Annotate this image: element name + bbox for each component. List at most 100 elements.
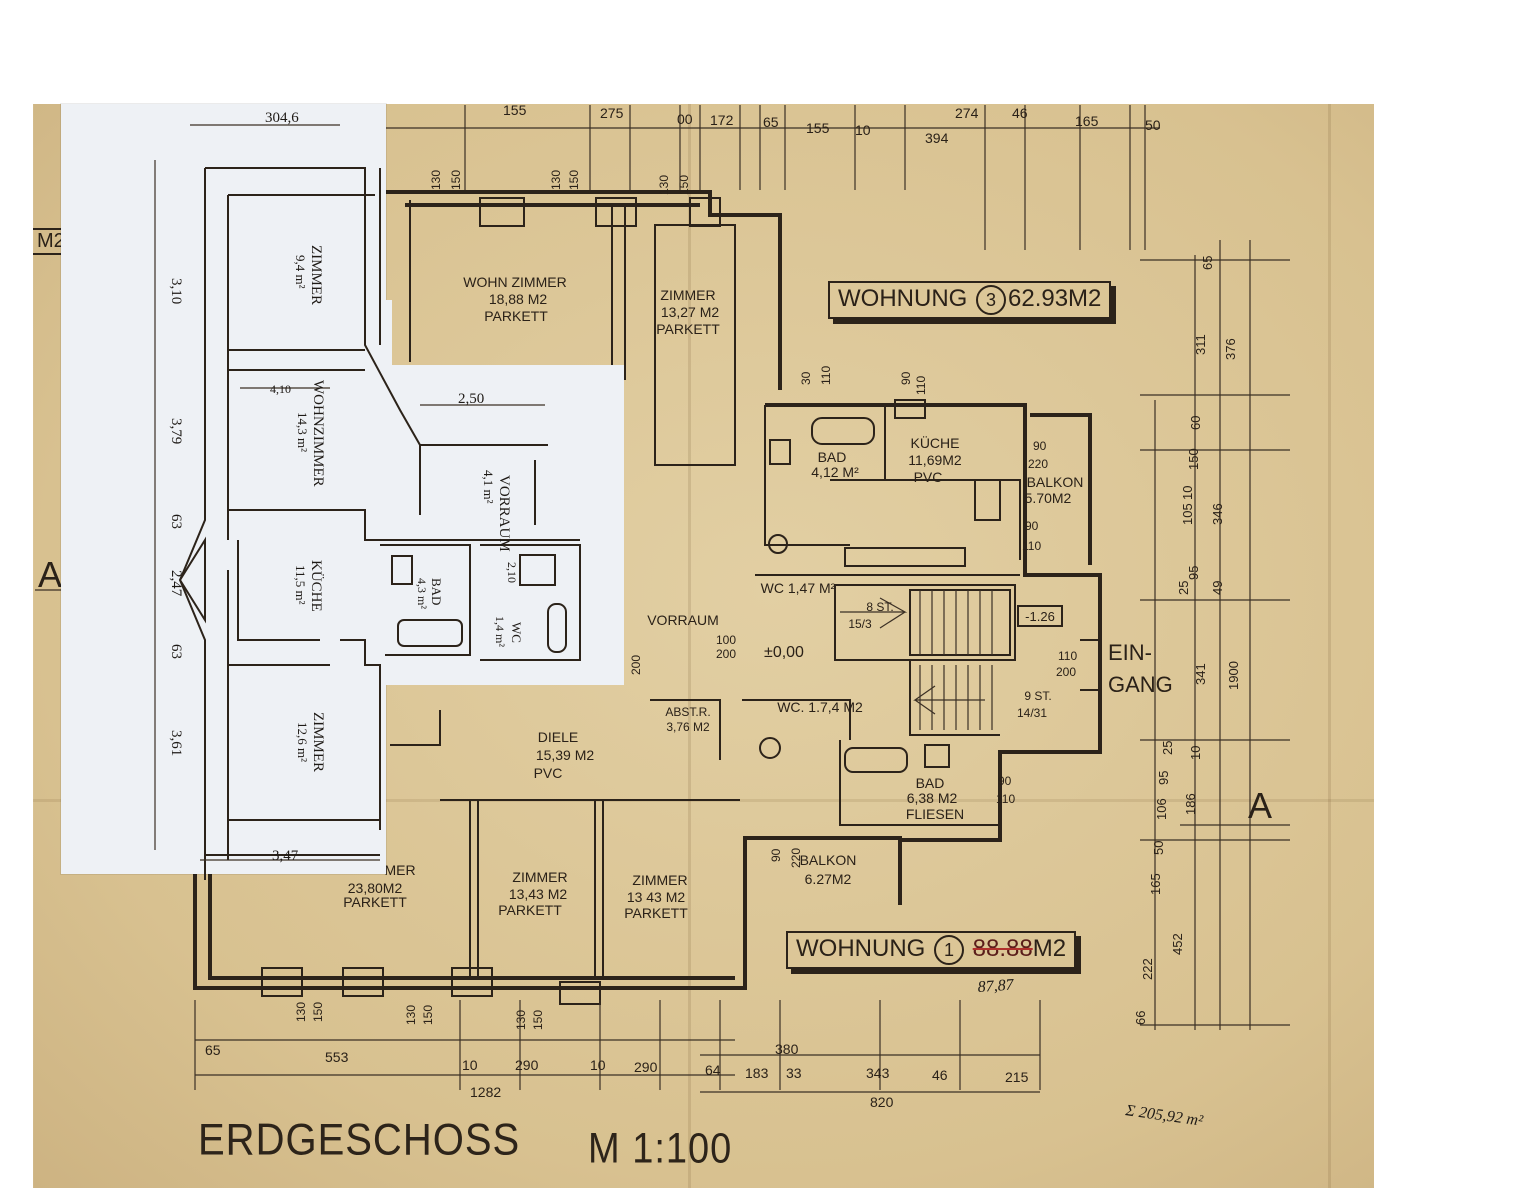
dim-right: 66	[1133, 1011, 1148, 1025]
dim-right: 50	[1151, 841, 1166, 855]
stairs-upper-ratio: 15/3	[848, 617, 872, 631]
stairs-lower-ratio: 14/31	[1017, 706, 1047, 720]
svg-text:150: 150	[531, 1010, 545, 1030]
dim-right: 106	[1154, 798, 1169, 820]
room-balkon-bottom: BALKON 6.27M2	[800, 852, 857, 887]
svg-text:130: 130	[294, 1002, 308, 1022]
svg-text:90: 90	[1025, 519, 1039, 533]
svg-text:PARKETT: PARKETT	[484, 308, 548, 324]
dim-bottom: 820	[870, 1094, 894, 1110]
unit-1-label: WOHNUNG 1 88.88M2	[786, 931, 1077, 969]
dim-bottom: 1282	[470, 1084, 501, 1100]
unit-1-number-badge: 1	[934, 935, 964, 965]
overlay-sketch-paper	[61, 104, 386, 874]
room-zimmer-right: ZIMMER 13 43 M2 PARKETT	[624, 872, 688, 921]
svg-text:150: 150	[567, 170, 581, 190]
dim-bottom: 343	[866, 1065, 890, 1081]
svg-text:BALKON: BALKON	[1027, 474, 1084, 490]
overlay-fixtures	[391, 554, 567, 653]
overlay-room-wc: WC 1,4 m²	[493, 616, 524, 647]
dim-right: 311	[1193, 334, 1208, 355]
svg-text:150: 150	[311, 1002, 325, 1022]
svg-text:200: 200	[629, 655, 643, 675]
overlay-dim: 63	[168, 514, 184, 529]
overlay-dim: 3,79	[168, 418, 184, 444]
staircase	[840, 589, 1011, 730]
svg-text:WOHN ZIMMER: WOHN ZIMMER	[463, 274, 566, 290]
dim-top: 394	[925, 130, 949, 146]
svg-text:PARKETT: PARKETT	[624, 905, 688, 921]
svg-text:KÜCHE: KÜCHE	[910, 434, 959, 451]
svg-text:90: 90	[899, 371, 913, 385]
svg-text:150: 150	[677, 175, 691, 195]
svg-text:BAD: BAD	[916, 775, 945, 791]
dim-bottom: 380	[775, 1041, 799, 1057]
room-vorraum: VORRAUM	[647, 612, 719, 628]
svg-text:KÜCHE: KÜCHE	[308, 560, 325, 612]
svg-text:FLIESEN: FLIESEN	[906, 806, 964, 822]
room-bad-top: BAD 4,12 M²	[811, 449, 859, 480]
room-kueche: KÜCHE 11,69M2 PVC	[908, 434, 962, 485]
windows-bottom	[261, 967, 601, 1005]
room-wc-top: WC 1,47 M²	[761, 580, 836, 596]
svg-text:BALKON: BALKON	[800, 852, 857, 868]
svg-text:PVC: PVC	[534, 765, 563, 781]
svg-text:150: 150	[449, 170, 463, 190]
svg-text:23,80M2: 23,80M2	[348, 880, 403, 896]
dim-top: 50	[1145, 117, 1161, 133]
svg-text:13,27 M2: 13,27 M2	[661, 304, 720, 320]
svg-text:PARKETT: PARKETT	[343, 894, 407, 910]
entrance-label: EIN- GANG	[1080, 639, 1173, 697]
dim-bottom: 10	[590, 1057, 606, 1073]
room-bad-bottom: BAD 6,38 M2 FLIESEN	[906, 775, 964, 822]
dim-top: 65	[763, 114, 779, 130]
svg-text:4,3 m²: 4,3 m²	[415, 578, 429, 609]
svg-text:130: 130	[404, 1005, 418, 1025]
level-box: -1.26	[1025, 609, 1055, 624]
dim-right: 341	[1193, 663, 1208, 685]
dim-bottom: 10	[462, 1057, 478, 1073]
svg-text:13 43 M2: 13 43 M2	[627, 889, 686, 905]
svg-text:90: 90	[769, 848, 783, 862]
dim-top: 275	[600, 105, 624, 121]
dim-bottom: 290	[515, 1057, 539, 1073]
room-abstellraum: ABST.R. 3,76 M2	[665, 705, 710, 734]
overlay-room-vorraum: VORRAUM 4,1 m²	[481, 470, 512, 552]
svg-text:200: 200	[1056, 665, 1076, 679]
dim-top: 155	[806, 120, 830, 136]
overlay-dim: 2,50	[458, 391, 484, 407]
svg-text:90: 90	[998, 774, 1012, 788]
svg-text:100: 100	[716, 633, 736, 647]
dim-top: 165	[1075, 113, 1099, 129]
svg-text:110: 110	[1058, 649, 1077, 663]
svg-text:90: 90	[1033, 439, 1047, 453]
svg-text:BAD: BAD	[818, 449, 847, 465]
interior-walls	[390, 200, 1021, 978]
svg-text:13,43 M2: 13,43 M2	[509, 886, 568, 902]
dim-right: 346	[1210, 503, 1225, 525]
dim-right: 10	[1180, 486, 1195, 500]
overlay-dim: 2,47	[168, 570, 184, 597]
room-zimmer-middle: ZIMMER 13,43 M2 PARKETT	[498, 869, 567, 918]
dim-right: 165	[1148, 873, 1163, 895]
svg-text:WC: WC	[509, 622, 524, 643]
fixtures	[759, 417, 1001, 773]
overlay-room-wohnzimmer: WOHNZIMMER 14,3 m²	[295, 380, 326, 487]
dim-bottom: 553	[325, 1049, 349, 1065]
dim-top: 172	[710, 112, 734, 128]
svg-text:EIN-: EIN-	[1108, 640, 1152, 665]
svg-text:110: 110	[819, 366, 833, 385]
dim-right: 150	[1186, 448, 1201, 470]
svg-text:11,5 m²: 11,5 m²	[293, 565, 308, 605]
svg-text:130: 130	[657, 175, 671, 195]
svg-text:ZIMMER: ZIMMER	[310, 712, 326, 772]
svg-text:6,38 M2: 6,38 M2	[907, 790, 958, 806]
room-wohnzimmer: WOHN ZIMMER 18,88 M2 PARKETT	[463, 274, 566, 324]
sheet-scale: M 1:100	[588, 1125, 733, 1173]
overlay-dim-labels: 304,6 3,10 3,79 63 2,47 63 3,61 4,10 2,5…	[168, 110, 519, 864]
svg-text:110: 110	[914, 376, 928, 395]
svg-text:15,39 M2: 15,39 M2	[536, 747, 595, 763]
